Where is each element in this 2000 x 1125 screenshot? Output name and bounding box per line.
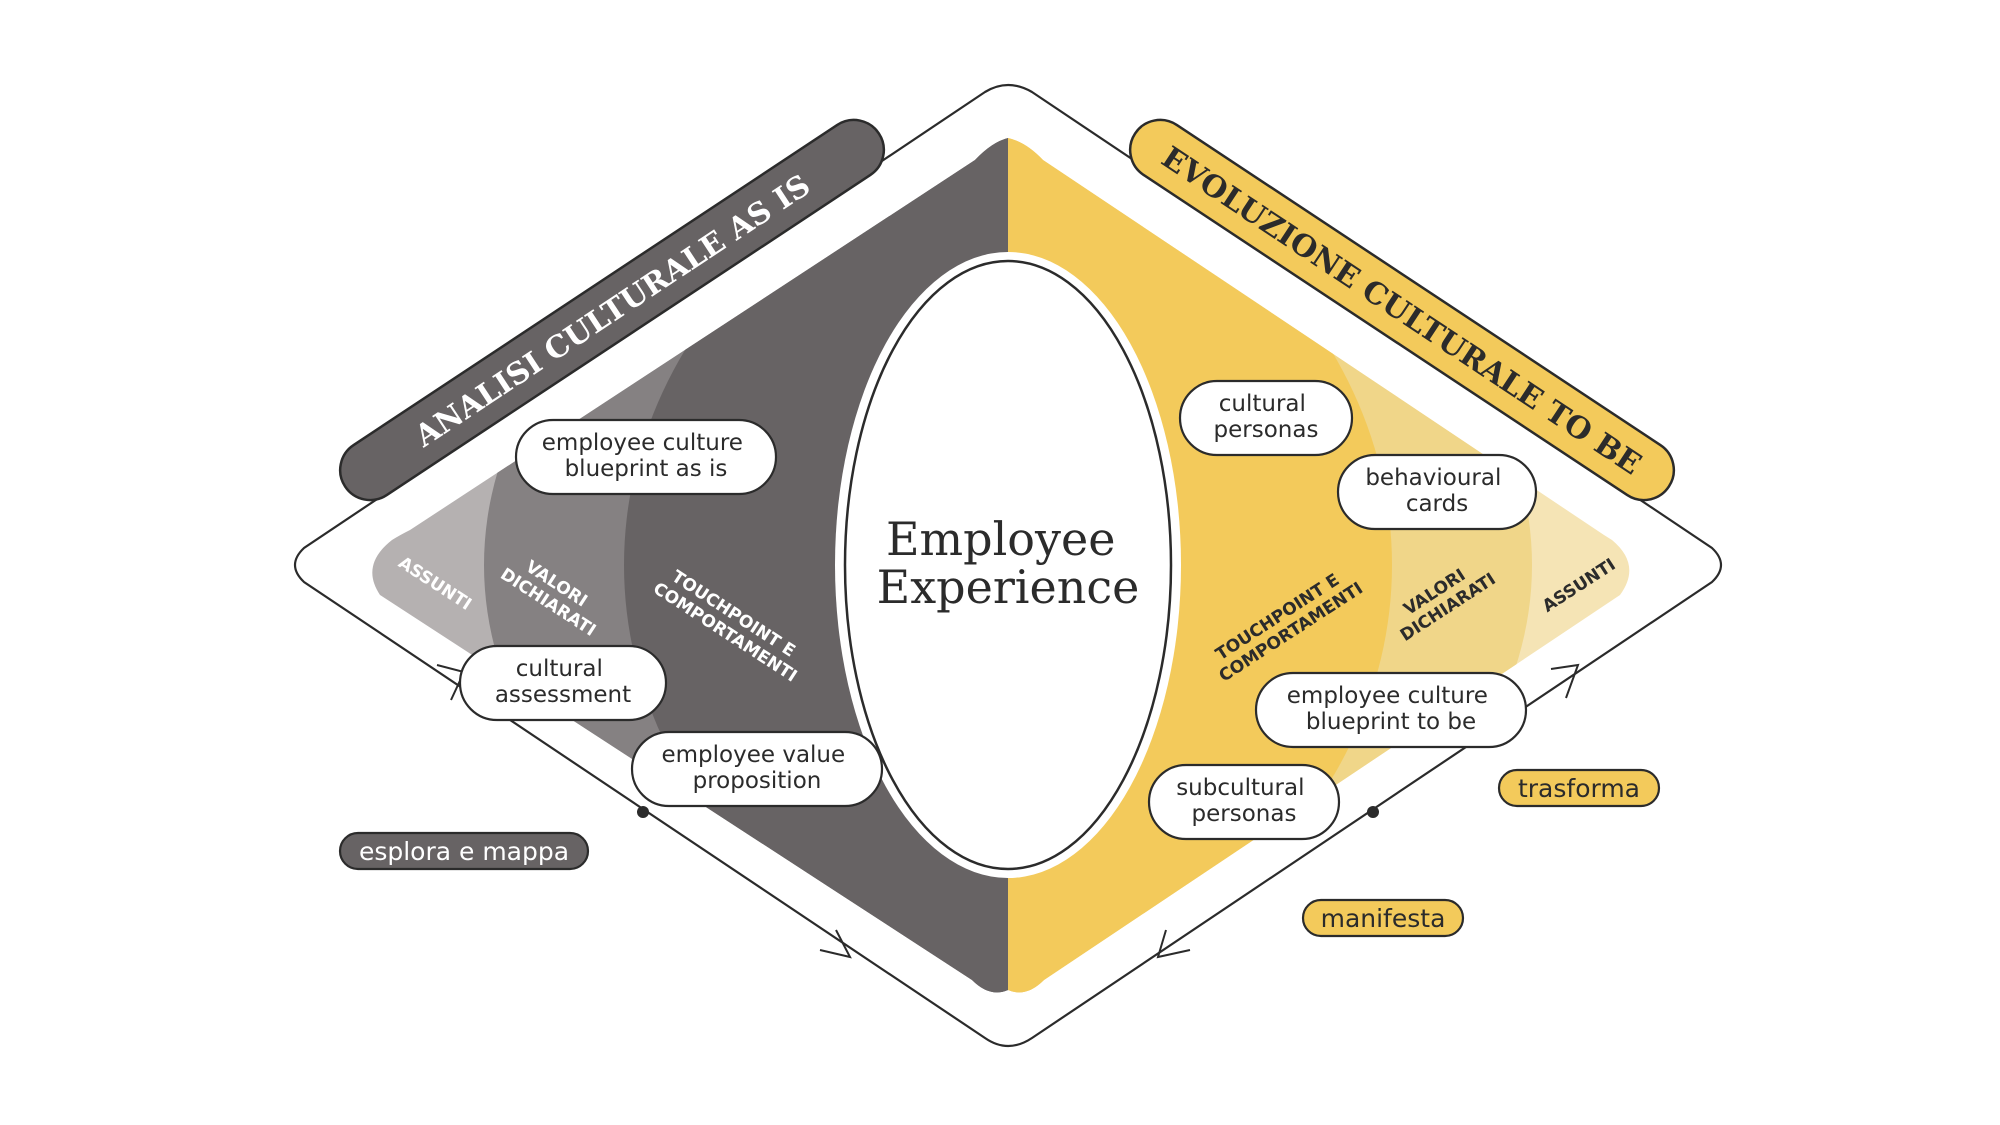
center-title-line1: Employee	[886, 512, 1115, 566]
svg-text:cultural assessment: cultural assessment	[495, 656, 631, 708]
pill-blueprint-as-is-shape	[514, 418, 778, 496]
tag-trasforma: trasforma	[1497, 768, 1661, 808]
pill-evp-line2: proposition	[693, 768, 822, 794]
pill-behavioural-cards-line2: cards	[1406, 491, 1468, 517]
tag-esplora: esplora e mappa	[338, 831, 590, 871]
svg-text:subcultural personas: subcultural personas	[1176, 775, 1312, 827]
pill-subcultural-personas-line1: subcultural	[1176, 775, 1304, 801]
right-cycle-dot	[1367, 806, 1379, 818]
pill-cultural-assessment-line1: cultural	[516, 656, 603, 682]
pill-blueprint-as-is-line1: employee culture	[542, 430, 743, 456]
arrow-right-upper	[1550, 663, 1580, 699]
left-cycle-dot	[637, 806, 649, 818]
pill-subcultural-personas[interactable]: subcultural personas	[1147, 763, 1341, 841]
tag-manifesta-shape	[1301, 898, 1465, 938]
svg-text:employee value propositi: employee value proposition	[662, 742, 853, 794]
pill-subcultural-personas-line2: personas	[1192, 801, 1297, 827]
pill-blueprint-to-be-line1: employee culture	[1287, 683, 1488, 709]
pill-behavioural-cards-shape	[1336, 453, 1538, 531]
pill-cultural-assessment-shape	[458, 644, 668, 722]
pill-blueprint-to-be-shape	[1254, 671, 1528, 749]
pill-evp-line1: employee value	[662, 742, 846, 768]
svg-text:cultural personas: cultural personas	[1214, 391, 1319, 443]
tag-manifesta: manifesta	[1301, 898, 1465, 938]
pill-blueprint-as-is[interactable]: employee culture blueprint as is	[514, 418, 778, 496]
pill-subcultural-personas-shape	[1147, 763, 1341, 841]
svg-text:Employee Experience: Employee Experience	[877, 512, 1140, 614]
pill-blueprint-to-be[interactable]: employee culture blueprint to be	[1254, 671, 1528, 749]
pill-cultural-personas-shape	[1178, 379, 1354, 457]
arrow-left-lower	[819, 929, 852, 959]
pill-behavioural-cards-line1: behavioural	[1365, 465, 1501, 491]
tag-trasforma-shape	[1497, 768, 1661, 808]
pill-cultural-personas-line2: personas	[1214, 417, 1319, 443]
pill-evp[interactable]: employee value proposition	[630, 730, 884, 808]
tag-trasforma-text: trasforma	[1518, 774, 1640, 803]
pill-cultural-assessment-line2: assessment	[495, 682, 631, 708]
center-title-line2: Experience	[877, 560, 1140, 614]
pill-evp-shape	[630, 730, 884, 808]
pill-behavioural-cards[interactable]: behavioural cards	[1336, 453, 1538, 531]
tag-manifesta-text: manifesta	[1321, 904, 1446, 933]
tag-esplora-text: esplora e mappa	[359, 837, 569, 866]
svg-text:behavioural cards: behavioural cards	[1365, 465, 1508, 517]
pill-blueprint-as-is-line2: blueprint as is	[565, 456, 728, 482]
svg-text:employee culture bluepri: employee culture blueprint to be	[1287, 683, 1495, 735]
right-banner-shape	[1128, 118, 1676, 502]
pill-cultural-personas[interactable]: cultural personas	[1178, 379, 1354, 457]
center-ellipse	[843, 259, 1173, 871]
pill-cultural-personas-line1: cultural	[1219, 391, 1306, 417]
left-banner-shape	[338, 118, 886, 502]
pill-cultural-assessment[interactable]: cultural assessment	[458, 644, 668, 722]
svg-text:employee culture bluepri: employee culture blueprint as is	[542, 430, 750, 482]
arrow-right-lower	[1156, 929, 1191, 959]
pill-blueprint-to-be-line2: blueprint to be	[1306, 709, 1476, 735]
tag-esplora-shape	[338, 831, 590, 871]
